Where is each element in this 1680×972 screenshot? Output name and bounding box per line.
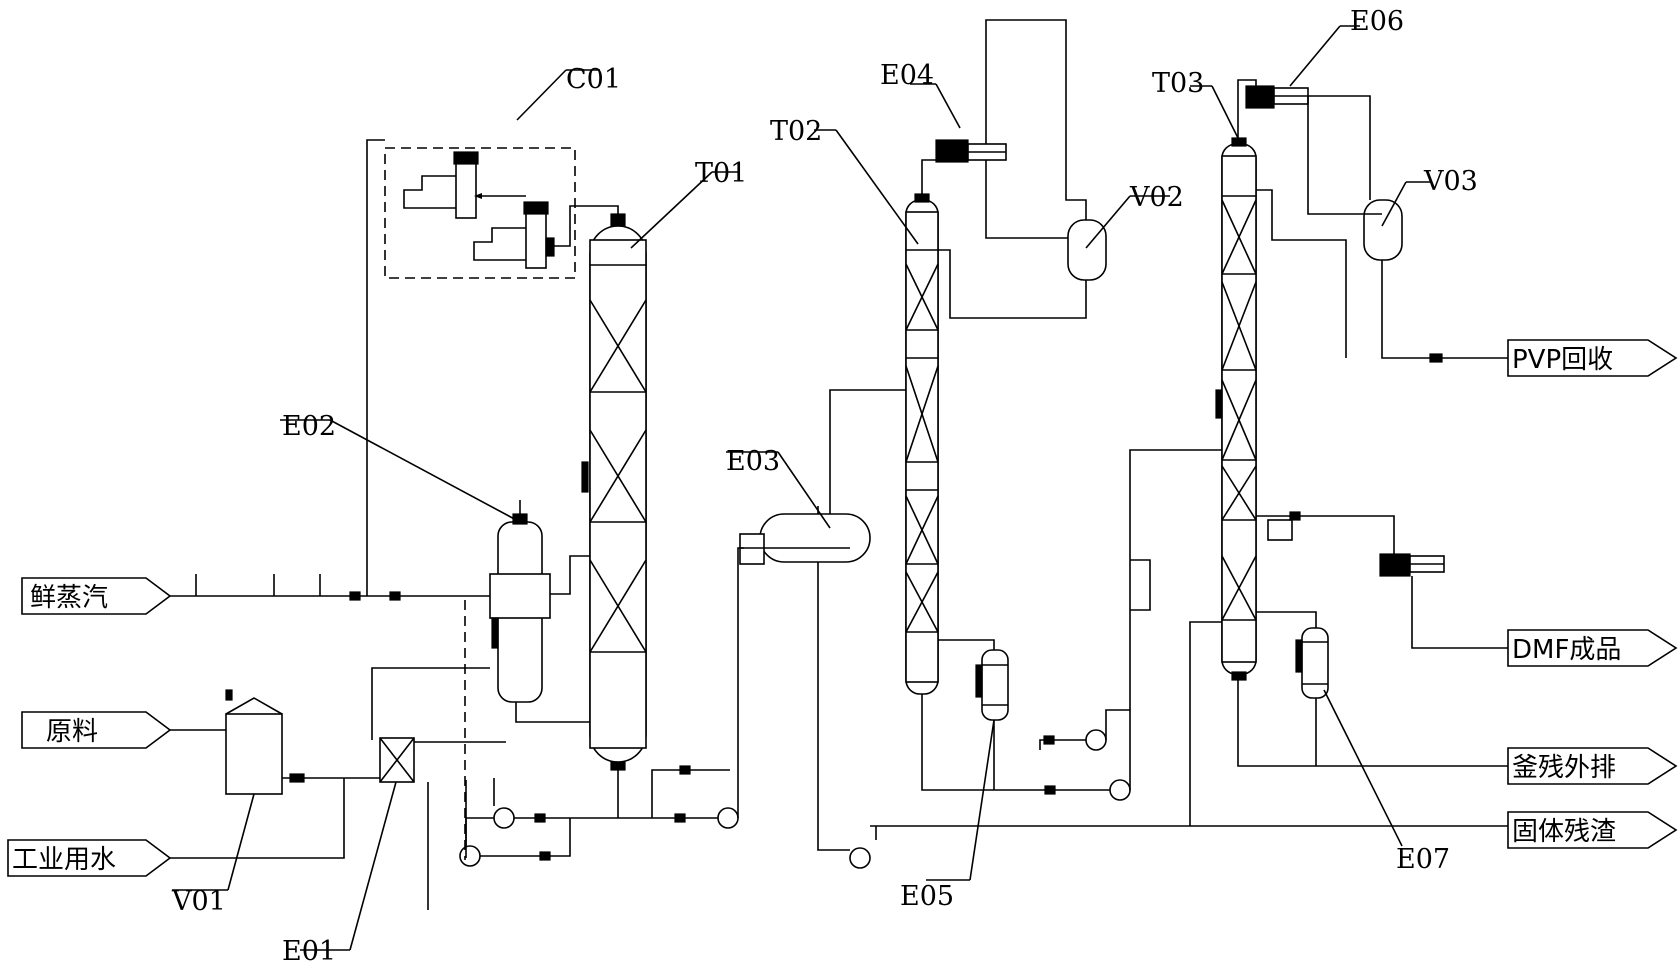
stream-steam-input: 鲜蒸汽 — [21, 577, 172, 615]
stream-water-label: 工业用水 — [12, 845, 116, 875]
e02-label: E02 — [282, 411, 336, 442]
exchanger-e01: E01 — [282, 737, 415, 967]
pump-p4 — [849, 847, 871, 869]
column-t02: T02 — [770, 116, 939, 695]
stream-bottoms-output: 釜残外排 — [1507, 747, 1678, 785]
stream-pvp-output: PVP回收 — [1507, 339, 1678, 377]
t01-label: T01 — [695, 158, 747, 189]
c01-label: C01 — [566, 64, 621, 95]
t03-label: T03 — [1152, 68, 1204, 99]
pump-p1 — [493, 807, 515, 829]
stream-dmf-output: DMF成品 — [1507, 629, 1678, 667]
drum-v03: V03 — [1363, 166, 1478, 261]
e07-label: E07 — [1396, 844, 1450, 875]
e04-label: E04 — [880, 60, 934, 91]
t02-label: T02 — [770, 116, 822, 147]
e06-label: E06 — [1350, 6, 1404, 37]
reboiler-e05: E05 — [900, 649, 1009, 912]
stream-bottoms-label: 釜残外排 — [1512, 753, 1616, 783]
piping — [170, 19, 1508, 910]
condenser-e04: E04 — [880, 60, 1007, 163]
v03-label: V03 — [1423, 166, 1478, 197]
stream-water-input: 工业用水 — [7, 839, 172, 877]
e03-label: E03 — [726, 446, 780, 477]
reboiler-e02: E02 — [280, 411, 551, 703]
side-draw-box — [1267, 519, 1293, 541]
pump-p3 — [717, 807, 739, 829]
reboiler-e07: E07 — [1295, 627, 1450, 875]
column-t03: T03 — [1152, 68, 1257, 681]
flash-drum-e03: E03 — [726, 446, 871, 565]
stream-feed-input: 原料 — [21, 711, 172, 749]
stream-pvp-label: PVP回收 — [1512, 345, 1613, 375]
tank-v01: V01 — [171, 689, 283, 917]
cooler-dmf — [1379, 553, 1445, 577]
stream-solids-output: 固体残渣 — [1507, 811, 1678, 849]
pump-p6 — [1085, 729, 1107, 751]
pump-p2 — [459, 845, 481, 867]
drum-v02: V02 — [1067, 182, 1184, 281]
e01-label: E01 — [282, 936, 336, 967]
stream-solids-label: 固体残渣 — [1512, 817, 1616, 847]
v02-label: V02 — [1129, 182, 1184, 213]
condenser-e06: E06 — [1245, 6, 1404, 109]
compressor-c01: C01 — [384, 64, 621, 279]
stream-dmf-label: DMF成品 — [1512, 635, 1621, 665]
column-t01: T01 — [581, 158, 747, 771]
stream-steam-label: 鲜蒸汽 — [30, 583, 108, 613]
stream-feed-label: 原料 — [46, 717, 98, 747]
v01-label: V01 — [171, 886, 226, 917]
pump-p5 — [1109, 779, 1131, 801]
e05-label: E05 — [900, 881, 954, 912]
